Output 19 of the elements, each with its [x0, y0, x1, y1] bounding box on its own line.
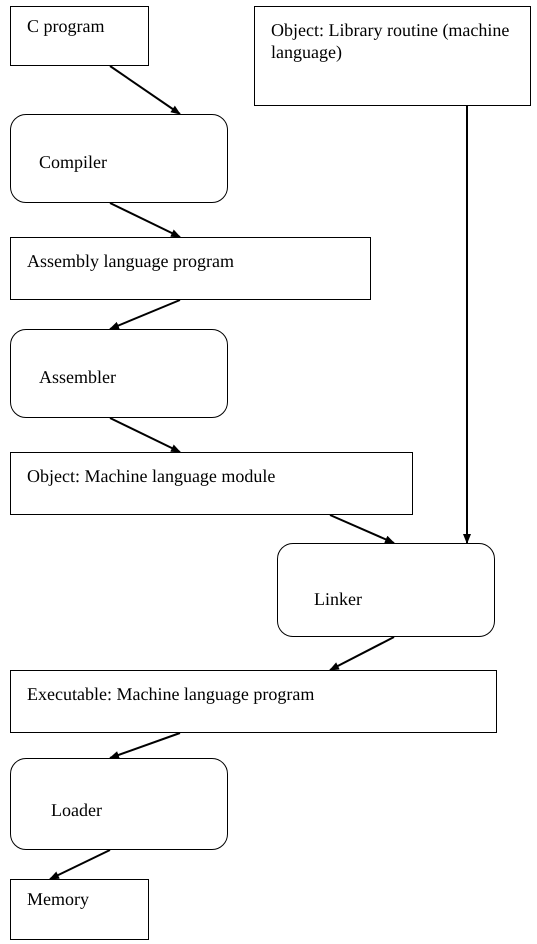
data-box: Executable: Machine language program: [10, 670, 497, 733]
arrow: [109, 65, 181, 115]
arrow: [49, 849, 110, 880]
process-box: Compiler: [10, 114, 228, 203]
arrow: [463, 106, 471, 544]
process-box: Loader: [10, 758, 228, 850]
process-box: Assembler: [10, 329, 228, 418]
data-box: Assembly language program: [10, 237, 371, 300]
process-box: Linker: [277, 543, 495, 637]
arrow: [330, 514, 395, 544]
data-box: Memory: [10, 879, 149, 940]
data-box: Object: Library routine (machine language): [254, 6, 531, 106]
data-box: Object: Machine language module: [10, 452, 413, 515]
arrow: [329, 636, 394, 671]
arrow: [110, 202, 181, 238]
arrow: [110, 417, 181, 453]
arrow: [109, 299, 180, 330]
arrow: [109, 732, 180, 759]
data-box: C program: [10, 6, 149, 66]
